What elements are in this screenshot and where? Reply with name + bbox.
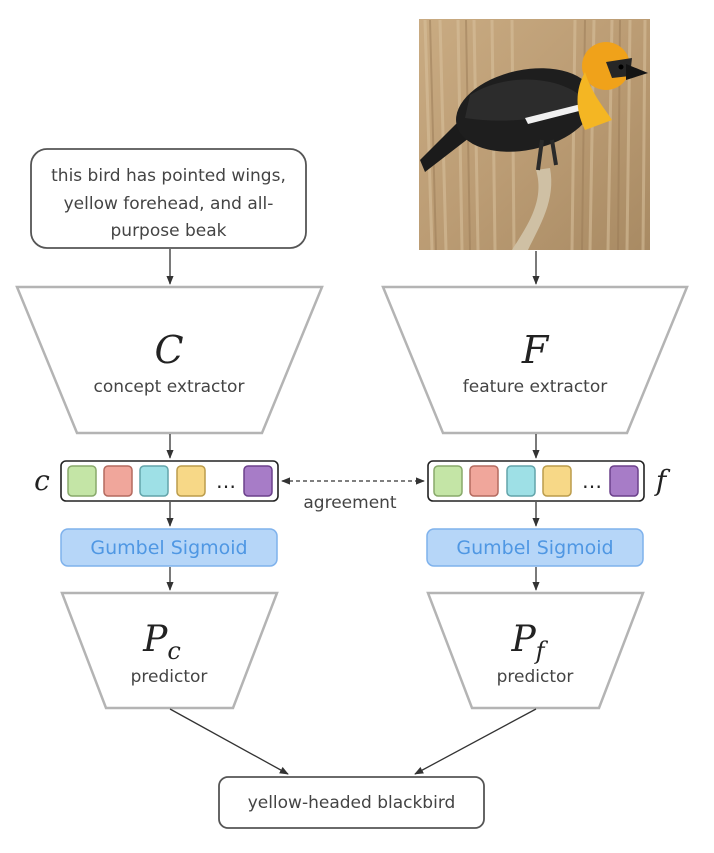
predictor-c: Pc predictor: [60, 591, 279, 710]
feature-slot-4: [542, 465, 572, 497]
concept-slot-last: [243, 465, 273, 497]
feature-vector: … f: [427, 460, 671, 502]
feature-extractor: F feature extractor: [381, 285, 689, 435]
concept-ellipsis: …: [216, 469, 236, 493]
feature-slot-3: [506, 465, 536, 497]
predictor-c-label: predictor: [131, 667, 208, 687]
input-text-box: this bird has pointed wings, yellow fore…: [30, 148, 307, 249]
bird-image: [419, 19, 650, 251]
feature-slot-1: [433, 465, 463, 497]
concept-vector-symbol: c: [34, 464, 50, 497]
arrow-predictor-c-to-output: [169, 708, 289, 775]
concept-slot-2: [103, 465, 133, 497]
concept-extractor-label: concept extractor: [94, 377, 245, 397]
gumbel-sigmoid-left: Gumbel Sigmoid: [60, 528, 278, 567]
output-box: yellow-headed blackbird: [218, 776, 485, 829]
concept-vector: c …: [34, 460, 279, 502]
feature-slot-2: [469, 465, 499, 497]
agreement-label: agreement: [303, 493, 397, 513]
concept-slot-3: [139, 465, 169, 497]
feature-extractor-symbol: F: [521, 328, 550, 372]
feature-vector-symbol: f: [654, 464, 671, 497]
predictor-f-label: predictor: [497, 667, 574, 687]
feature-ellipsis: …: [582, 469, 602, 493]
feature-slot-last: [609, 465, 639, 497]
input-text-line-3: purpose beak: [111, 221, 227, 241]
predictor-f: Pf predictor: [426, 591, 645, 710]
gumbel-sigmoid-right: Gumbel Sigmoid: [426, 528, 644, 567]
input-text-line-1: this bird has pointed wings,: [51, 166, 286, 186]
gumbel-sigmoid-right-label: Gumbel Sigmoid: [456, 537, 613, 559]
concept-slot-4: [176, 465, 206, 497]
concept-slot-1: [67, 465, 97, 497]
concept-extractor: C concept extractor: [15, 285, 324, 435]
gumbel-sigmoid-left-label: Gumbel Sigmoid: [90, 537, 247, 559]
input-text-line-2: yellow forehead, and all-: [64, 194, 274, 214]
arrow-predictor-f-to-output: [414, 708, 537, 775]
output-label: yellow-headed blackbird: [248, 793, 456, 813]
predictor-c-symbol: Pc: [142, 619, 181, 665]
concept-extractor-symbol: C: [154, 328, 183, 372]
feature-extractor-label: feature extractor: [463, 377, 607, 397]
